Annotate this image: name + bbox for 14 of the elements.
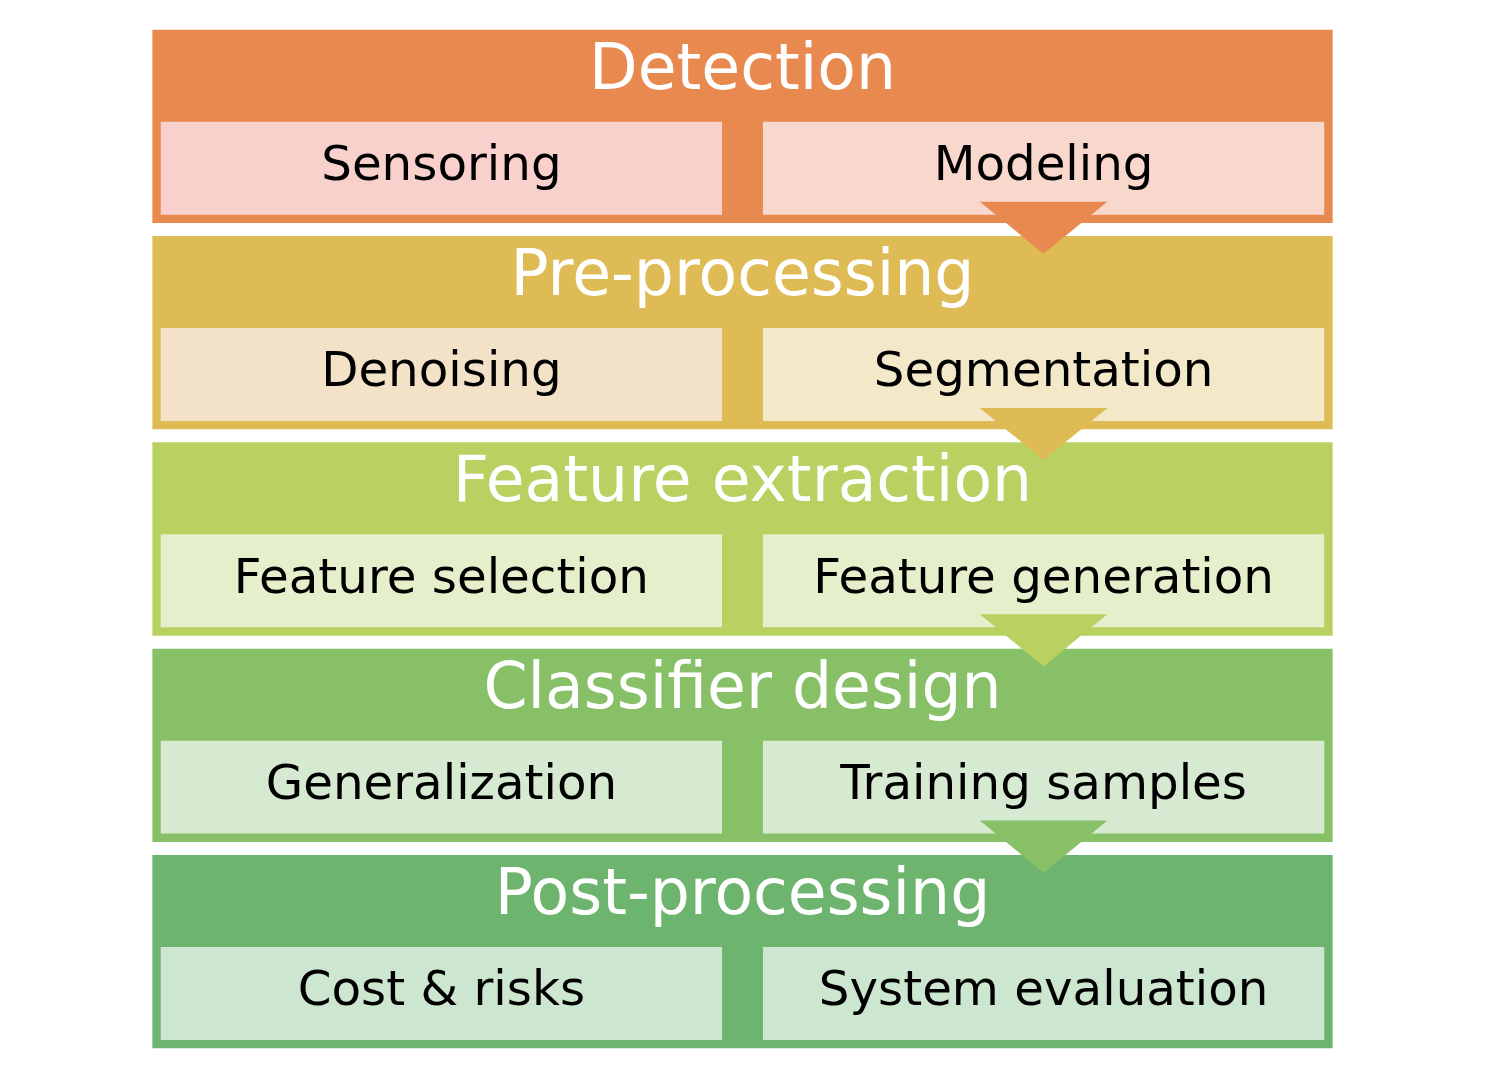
arrow xyxy=(979,820,1108,873)
node-box: Segmentation xyxy=(762,328,1325,421)
arrow xyxy=(979,201,1108,254)
node-box: Generalization xyxy=(160,740,723,834)
arrow xyxy=(979,407,1108,461)
node-box: Denoising xyxy=(160,328,723,421)
node-box: Feature generation xyxy=(762,534,1325,628)
node-box: Sensoring xyxy=(160,121,723,215)
node-box: Cost & risks xyxy=(160,947,723,1040)
node-box: Modeling xyxy=(762,121,1325,215)
arrow xyxy=(979,614,1108,667)
node-box: System evaluation xyxy=(762,947,1325,1040)
node-box: Training samples xyxy=(762,740,1325,834)
node-box: Feature selection xyxy=(160,534,723,628)
